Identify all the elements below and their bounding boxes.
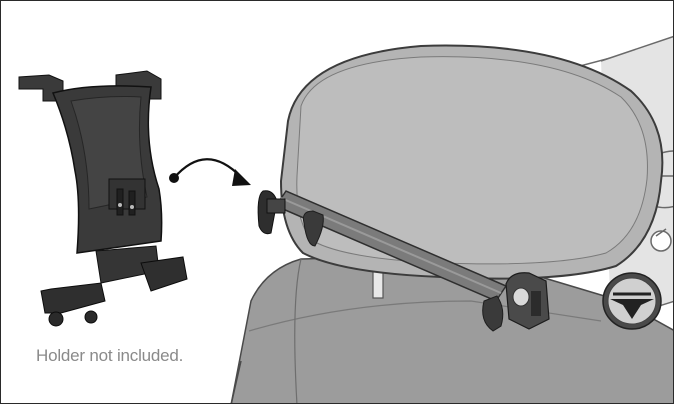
curved-arrow-icon: [169, 158, 251, 186]
caption-text: Holder not included.: [36, 346, 184, 365]
headrest: [279, 44, 664, 280]
wing-logo-icon: [602, 272, 662, 330]
tablet-holder: [18, 70, 188, 327]
mounting-arm: [257, 190, 550, 332]
